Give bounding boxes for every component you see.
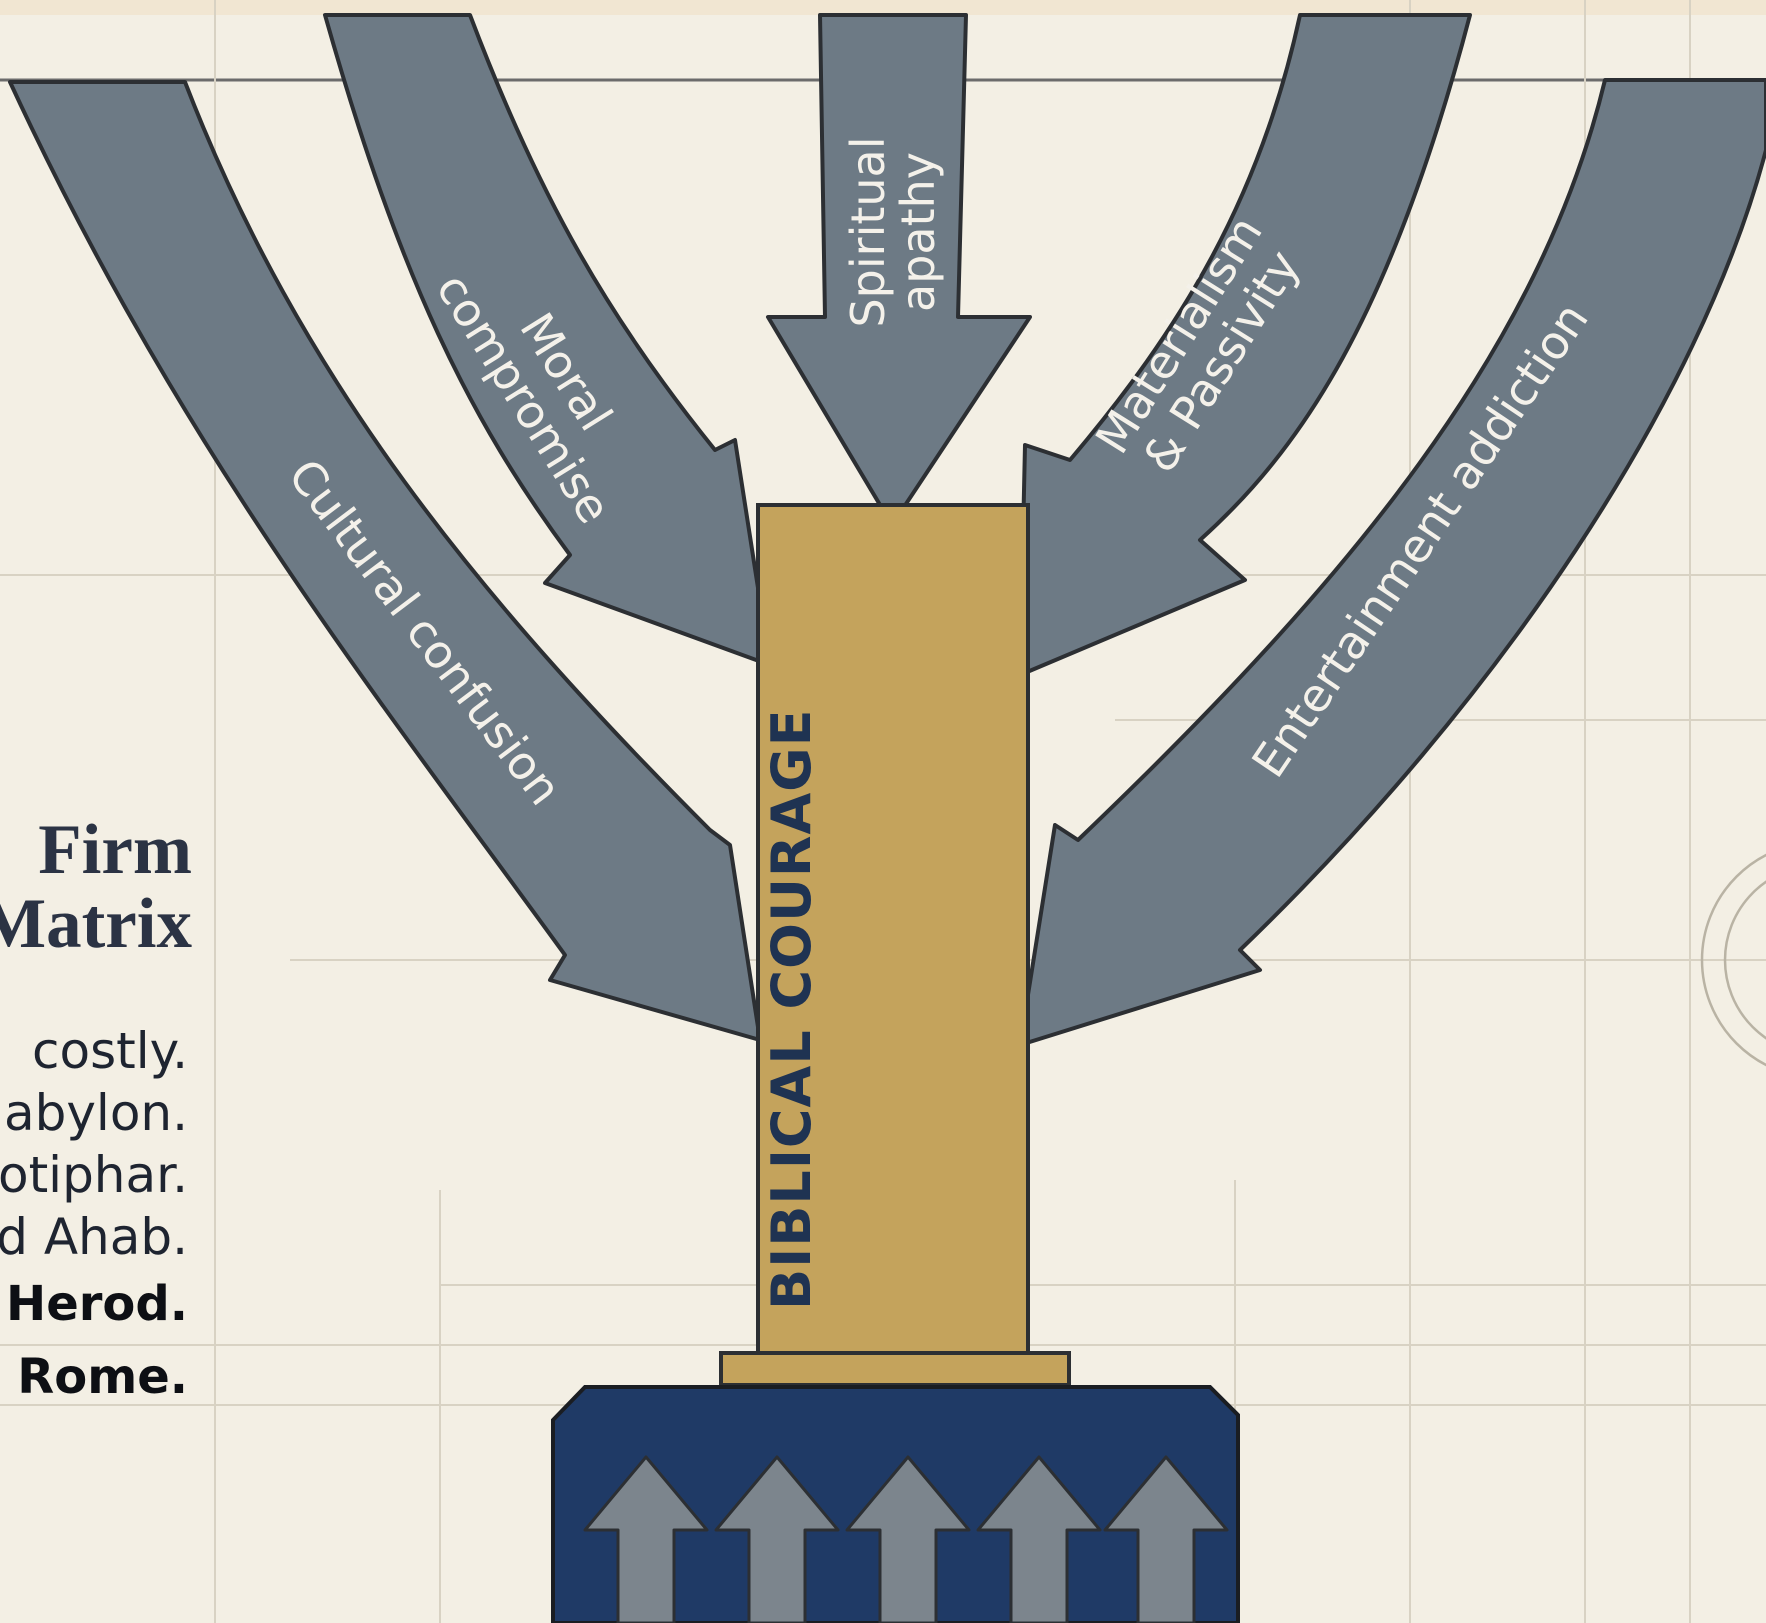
arrow-label-line: Spiritual xyxy=(841,136,895,328)
base-up-arrow-4 xyxy=(976,1455,1102,1623)
base-up-arrow-1 xyxy=(583,1455,709,1623)
base-up-arrow-5 xyxy=(1103,1455,1229,1623)
base-up-arrow-2 xyxy=(714,1455,840,1623)
heading-line-2: Matrix xyxy=(0,885,192,963)
pillar xyxy=(756,503,1030,1355)
arrow-label-spiritual-apathy: Spiritual apathy xyxy=(841,136,945,328)
arrow-cultural-confusion xyxy=(8,80,762,1042)
body-line-bold: Rome. xyxy=(17,1349,188,1405)
heading-line-1: Firm xyxy=(38,811,192,889)
body-line-bold: Herod. xyxy=(6,1276,188,1332)
base-up-arrow-3 xyxy=(845,1455,971,1623)
body-line: otiphar. xyxy=(0,1146,188,1204)
pillar-cap xyxy=(719,1351,1071,1387)
body-line: d Ahab. xyxy=(0,1208,188,1266)
arrow-label-line: apathy xyxy=(891,152,945,312)
arrow-spiritual-apathy xyxy=(766,13,1032,527)
body-text: costly. abylon. otiphar. d Ahab. Herod. … xyxy=(0,1020,188,1414)
arrow-moral-compromise xyxy=(323,13,772,667)
pillar-label: BIBLICAL COURAGE xyxy=(760,708,823,1310)
body-line: costly. xyxy=(32,1022,188,1080)
body-line: abylon. xyxy=(3,1084,188,1142)
top-band xyxy=(0,0,1766,15)
heading: Firm Matrix xyxy=(0,813,192,961)
compass-circles xyxy=(1700,853,1766,1067)
arrow-materialism-passivity xyxy=(1018,13,1472,677)
arrow-entertainment-addiction xyxy=(1018,78,1766,1047)
